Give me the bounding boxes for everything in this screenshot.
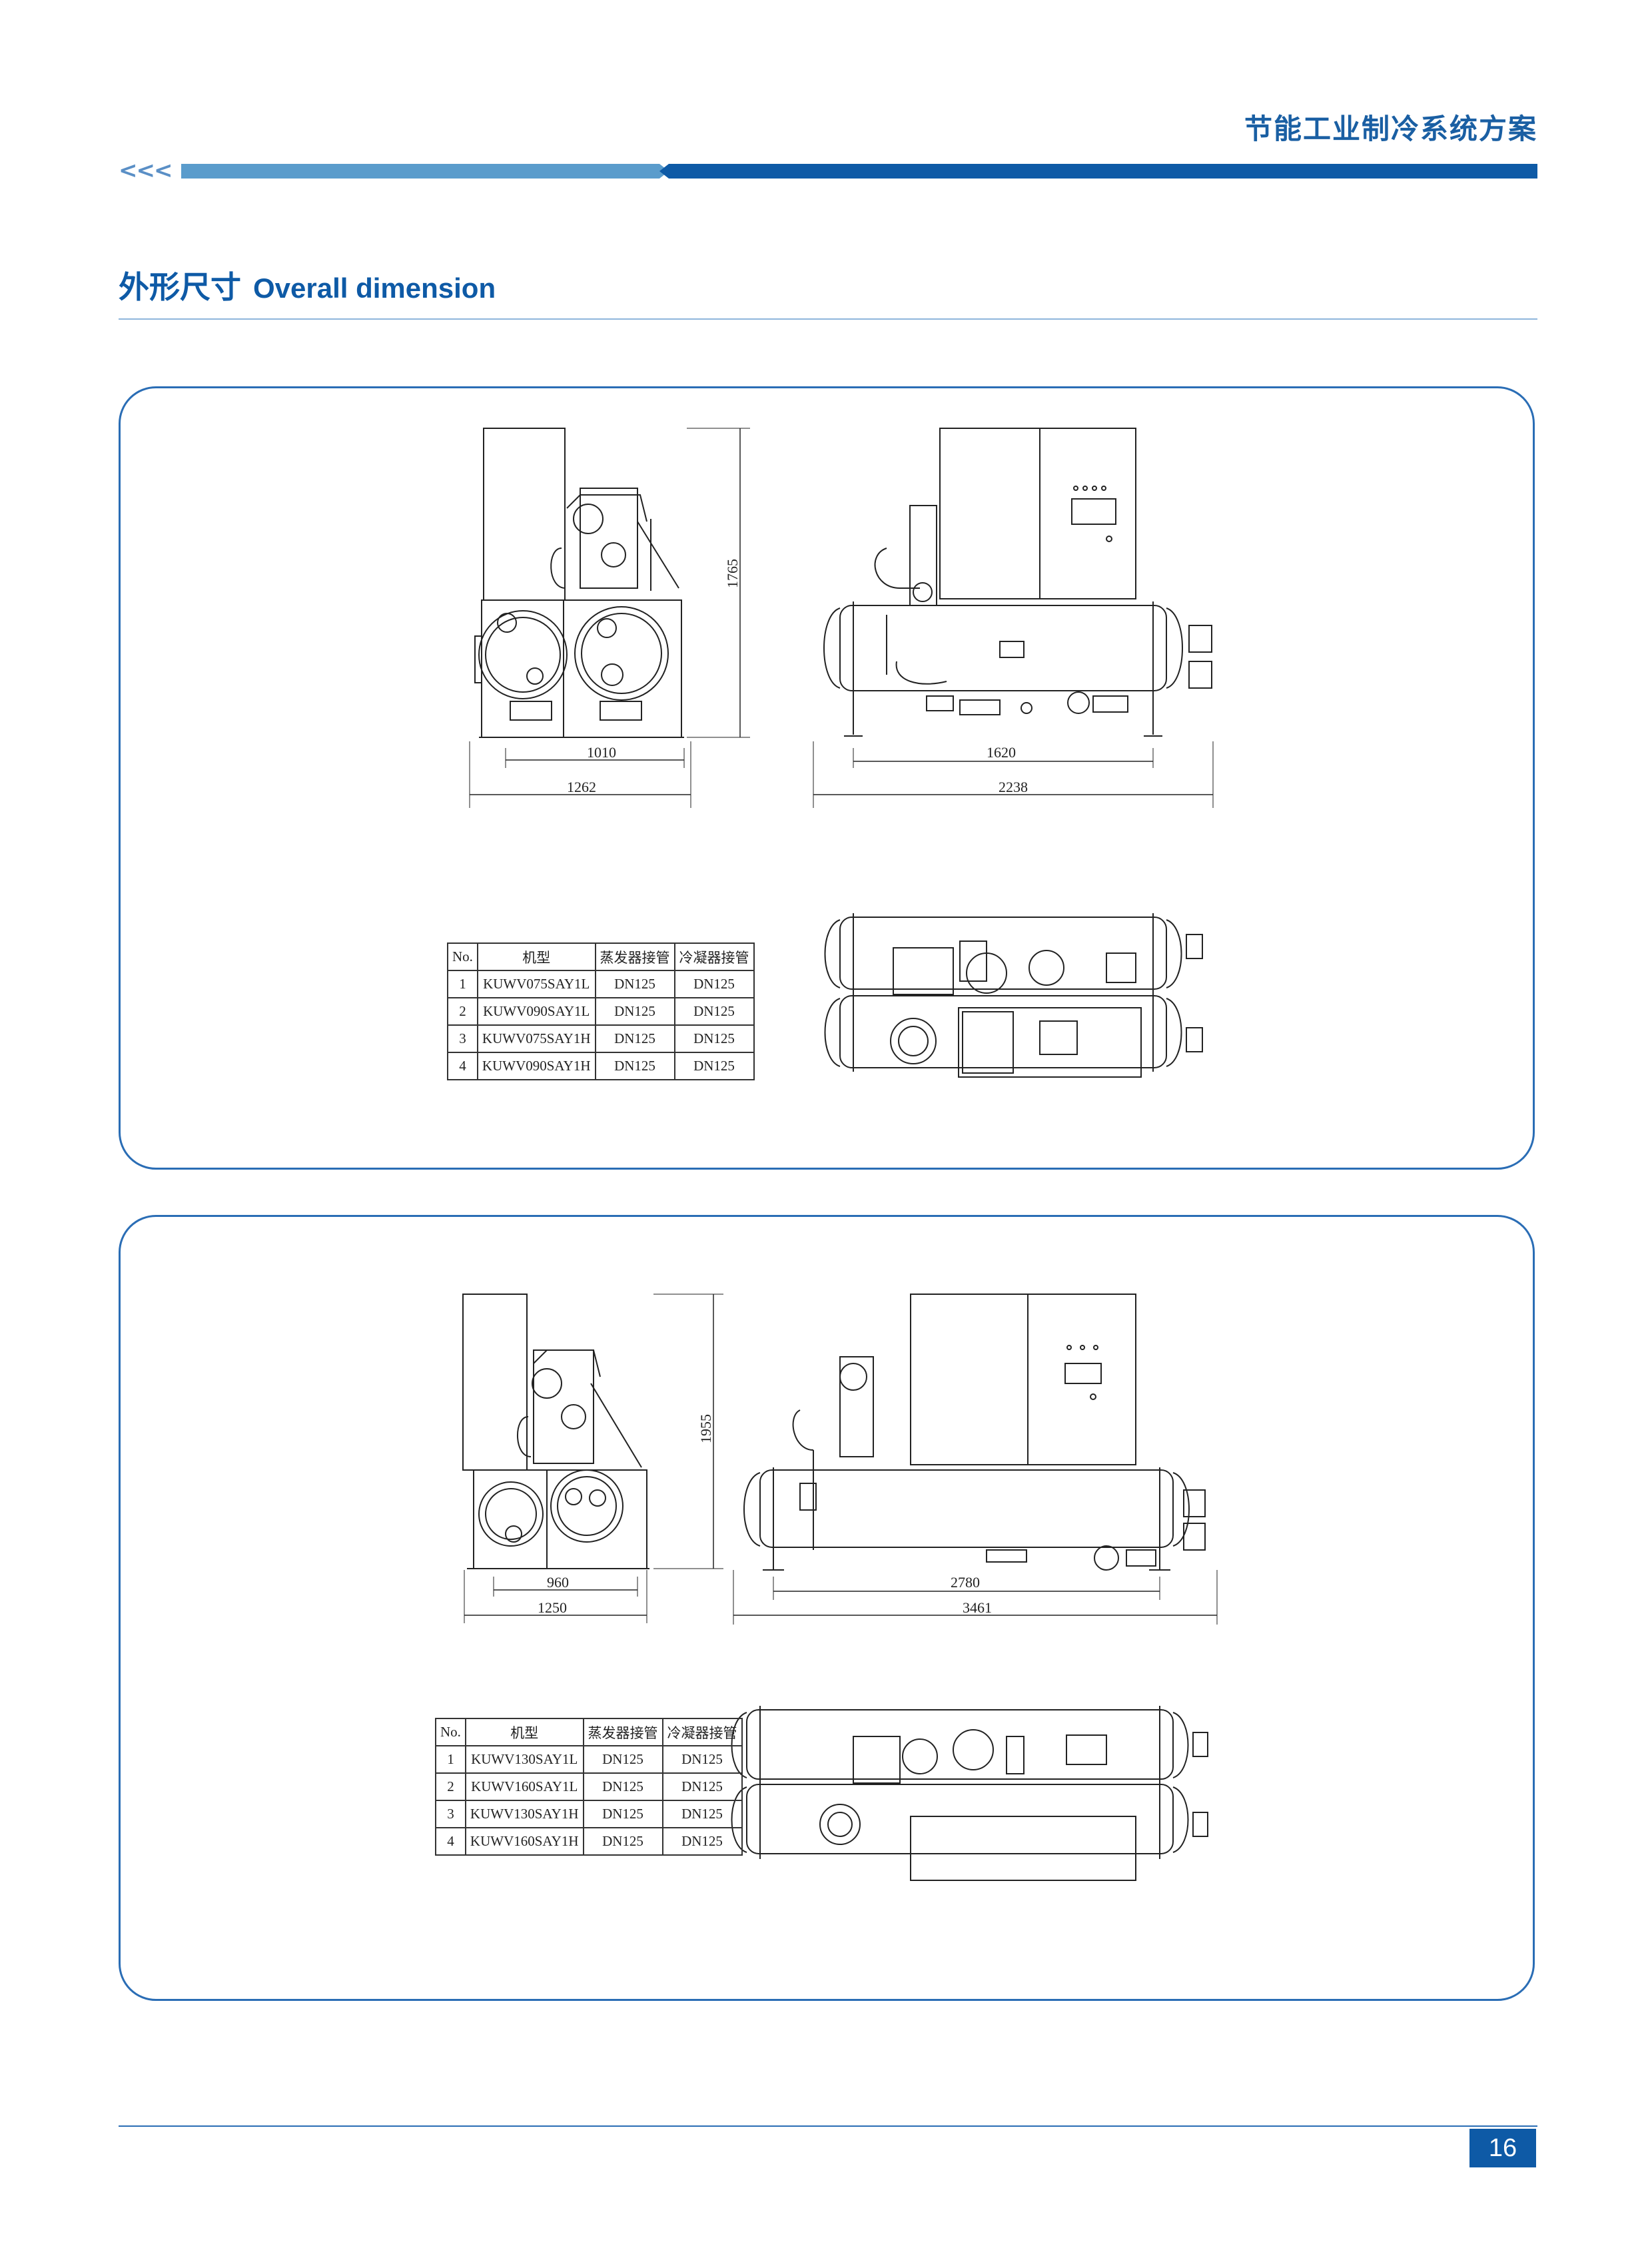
table-cell: 3	[447, 1024, 478, 1053]
table-cell: 4	[435, 1827, 466, 1856]
table-cell: KUWV090SAY1H	[476, 1052, 596, 1080]
top-view-2	[731, 1706, 1208, 1881]
unit-drawing-1: 1765 1010 1262 1620 2238	[469, 428, 1214, 1078]
table-header-cell: No.	[447, 942, 478, 971]
table-row: 3 KUWV130SAY1H DN125 DN125	[435, 1800, 743, 1828]
table-cell: KUWV130SAY1L	[464, 1745, 584, 1774]
table-cell: 2	[435, 1772, 466, 1801]
section-title: 外形尺寸 Overall dimension	[119, 263, 496, 307]
table-cell: DN125	[673, 1024, 755, 1053]
table-cell: 3	[435, 1800, 466, 1828]
side-view-1	[469, 428, 750, 808]
spec-table-1: No. 机型 蒸发器接管 冷凝器接管 1 KUWV075SAY1L DN125 …	[447, 942, 755, 1080]
header-bar-light	[181, 164, 659, 179]
table-cell: DN125	[582, 1827, 663, 1856]
dim-front-inner-width: 1620	[987, 744, 1016, 761]
brand-title: 节能工业制冷系统方案	[1244, 113, 1537, 145]
table-cell: DN125	[582, 1745, 663, 1774]
dim-side-outer-width: 1262	[567, 779, 596, 795]
table-row: 4 KUWV090SAY1H DN125 DN125	[447, 1052, 755, 1080]
table-cell: 1	[447, 970, 478, 998]
table-cell: KUWV160SAY1H	[464, 1827, 584, 1856]
unit-drawing-2: 1955 960 1250 2780 3461	[462, 1294, 1218, 1881]
table-cell: DN125	[594, 1024, 675, 1053]
table-header-cell: 冷凝器接管	[661, 1718, 743, 1746]
table-row: 2 KUWV160SAY1L DN125 DN125	[435, 1772, 743, 1801]
table-cell: DN125	[661, 1745, 743, 1774]
side-view-2	[462, 1294, 723, 1623]
table-cell: DN125	[594, 970, 675, 998]
table-cell: DN125	[582, 1772, 663, 1801]
front-view-1	[813, 428, 1214, 808]
front-view-2	[733, 1294, 1218, 1625]
table-cell: 1	[435, 1745, 466, 1774]
section-divider	[119, 318, 1537, 320]
dim-side-inner-width: 960	[547, 1574, 569, 1591]
table-row: 4 KUWV160SAY1H DN125 DN125	[435, 1827, 743, 1856]
table-row: 2 KUWV090SAY1L DN125 DN125	[447, 997, 755, 1026]
table-cell: DN125	[594, 997, 675, 1026]
table-cell: DN125	[582, 1800, 663, 1828]
table-cell: KUWV090SAY1L	[476, 997, 596, 1026]
section-title-cn: 外形尺寸	[119, 269, 241, 305]
dim-front-outer-width: 3461	[963, 1599, 992, 1616]
dim-front-inner-width: 2780	[951, 1574, 980, 1591]
dim-side-inner-width: 1010	[587, 744, 616, 761]
table-header-row: No. 机型 蒸发器接管 冷凝器接管	[447, 942, 755, 971]
table-cell: DN125	[594, 1052, 675, 1080]
spec-table-2: No. 机型 蒸发器接管 冷凝器接管 1 KUWV130SAY1L DN125 …	[435, 1718, 743, 1856]
table-cell: DN125	[661, 1800, 743, 1828]
table-header-row: No. 机型 蒸发器接管 冷凝器接管	[435, 1718, 743, 1746]
section-title-en: Overall dimension	[253, 272, 496, 304]
dim-front-outer-width: 2238	[999, 779, 1028, 795]
table-header-cell: No.	[435, 1718, 466, 1746]
table-cell: 4	[447, 1052, 478, 1080]
table-row: 1 KUWV075SAY1L DN125 DN125	[447, 970, 755, 998]
table-row: 3 KUWV075SAY1H DN125 DN125	[447, 1024, 755, 1053]
table-cell: DN125	[661, 1827, 743, 1856]
page-number: 16	[1469, 2129, 1536, 2167]
dim-side-outer-width: 1250	[538, 1599, 567, 1616]
table-header-cell: 冷凝器接管	[673, 942, 755, 971]
dim-side-height: 1765	[724, 559, 741, 588]
table-cell: DN125	[661, 1772, 743, 1801]
table-cell: KUWV075SAY1L	[476, 970, 596, 998]
table-cell: KUWV130SAY1H	[464, 1800, 584, 1828]
table-cell: DN125	[673, 997, 755, 1026]
table-header-cell: 机型	[476, 942, 596, 971]
top-view-1	[824, 913, 1203, 1078]
chevron-left-icon: <<<	[119, 157, 173, 184]
table-cell: 2	[447, 997, 478, 1026]
dim-side-height: 1955	[697, 1414, 714, 1443]
header-bar-dark	[669, 164, 1537, 179]
dimension-panel-2: 1955 960 1250 2780 3461 No. 机型 蒸发器接管 冷凝器…	[119, 1215, 1535, 2001]
table-header-cell: 蒸发器接管	[582, 1718, 663, 1746]
header-bar-dark-tip	[659, 164, 669, 179]
table-cell: DN125	[673, 970, 755, 998]
table-row: 1 KUWV130SAY1L DN125 DN125	[435, 1745, 743, 1774]
table-cell: DN125	[673, 1052, 755, 1080]
dimension-panel-1: 1765 1010 1262 1620 2238 No. 机型 蒸发器接管 冷凝…	[119, 386, 1535, 1170]
table-cell: KUWV160SAY1L	[464, 1772, 584, 1801]
table-cell: KUWV075SAY1H	[476, 1024, 596, 1053]
table-header-cell: 机型	[464, 1718, 584, 1746]
footer-divider	[119, 2125, 1537, 2127]
table-header-cell: 蒸发器接管	[594, 942, 675, 971]
